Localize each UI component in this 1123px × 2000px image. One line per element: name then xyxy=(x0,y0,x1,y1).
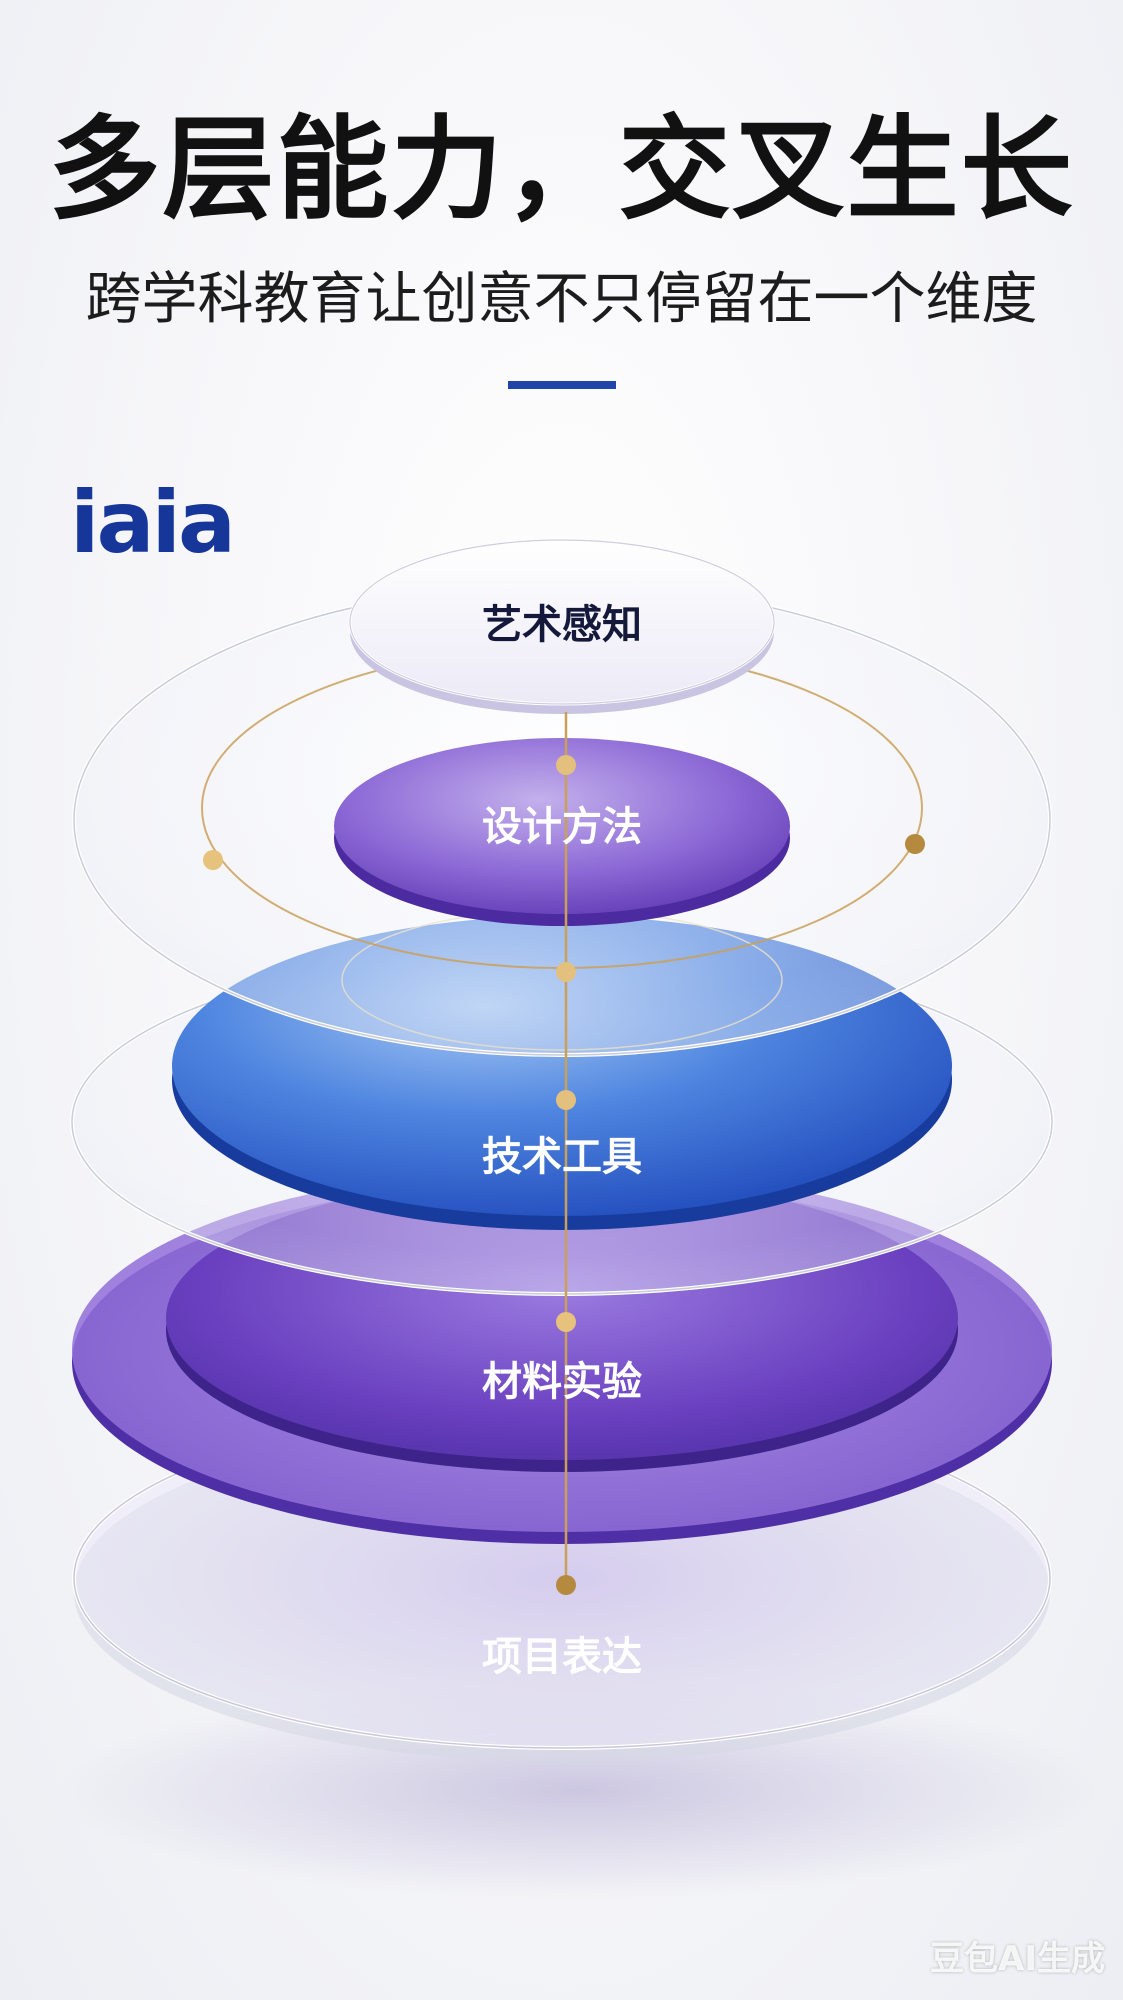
page-title: 多层能力，交叉生长 xyxy=(48,105,1075,235)
layer-disc-2 xyxy=(334,738,790,926)
layer-disc-1 xyxy=(348,538,776,714)
connector-dot xyxy=(556,1312,576,1332)
connector-dot xyxy=(203,850,223,870)
connector-dot xyxy=(556,962,576,982)
layer-label-4: 材料实验 xyxy=(482,1359,642,1405)
layer-label-3: 技术工具 xyxy=(482,1134,642,1180)
layer-label-1: 艺术感知 xyxy=(482,602,642,648)
accent-divider xyxy=(508,381,616,389)
watermark: 豆包AI生成 xyxy=(930,1939,1105,1979)
connector-dot xyxy=(905,834,925,854)
connector-dot xyxy=(556,755,576,775)
connector-dot xyxy=(556,1575,576,1595)
page-subtitle: 跨学科教育让创意不只停留在一个维度 xyxy=(85,267,1038,332)
layer-label-2: 设计方法 xyxy=(482,804,642,850)
layer-label-5: 项目表达 xyxy=(482,1634,642,1680)
connector-dot xyxy=(556,1090,576,1110)
brand-logo: iaia xyxy=(70,473,236,573)
